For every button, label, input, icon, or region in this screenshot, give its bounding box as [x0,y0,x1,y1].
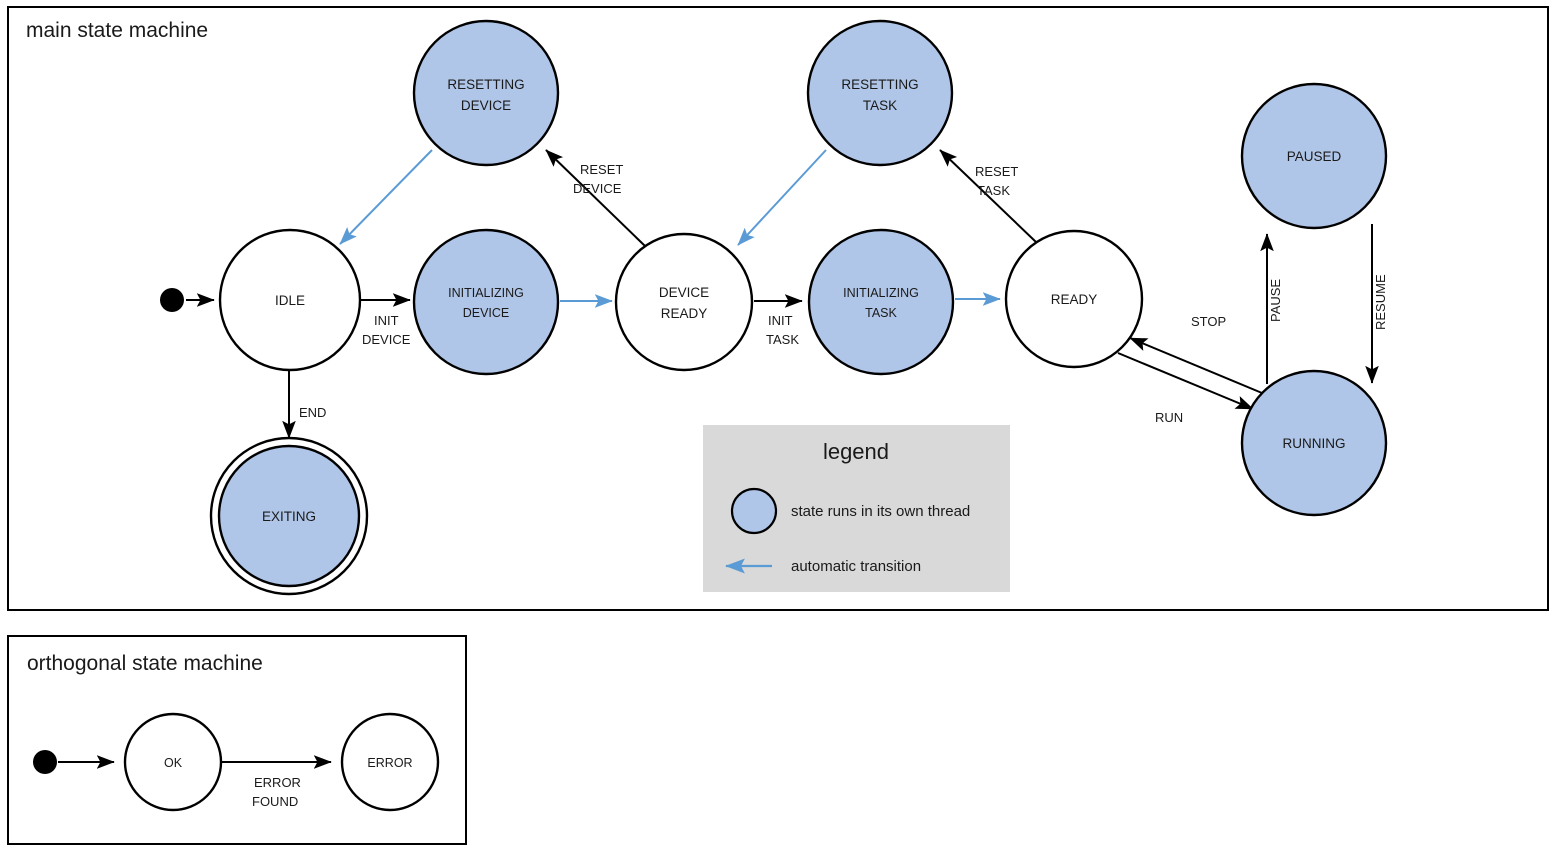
state-node-exiting[interactable]: EXITING [209,436,369,596]
initial-state-node [160,288,184,312]
edge-label-init-task-line1: INIT [768,313,793,328]
state-node-ready[interactable]: READY [1004,229,1144,369]
state-label-resetting-device-line2: DEVICE [461,98,511,113]
state-label-idle: IDLE [275,293,305,308]
transition-device-ready-to-resetting-device [545,149,646,247]
state-label-initializing-task-line2: TASK [865,306,897,320]
state-label-ready: READY [1051,292,1098,307]
edge-label-resume: RESUME [1373,274,1388,330]
state-label-running: RUNNING [1283,436,1346,451]
main-frame-title: main state machine [26,19,208,42]
transition-resetting-device-to-idle [339,149,433,245]
edge-label-error-found-line2: FOUND [252,794,298,809]
edge-label-init-device-line2: DEVICE [362,332,411,347]
edge-label-end: END [299,405,326,420]
state-label-initializing-task-line1: INITIALIZING [843,286,919,300]
state-label-error: ERROR [367,756,412,770]
legend-thread-state-icon [730,487,778,535]
state-label-paused: PAUSED [1287,149,1342,164]
transition-ready-to-resetting-task [939,149,1037,243]
legend-title: legend [823,439,889,464]
state-node-resetting-device[interactable]: RESETTING DEVICE [412,19,560,167]
state-node-error[interactable]: ERROR [340,712,440,812]
legend-item-thread-state-label: state runs in its own thread [791,503,970,520]
state-label-ok: OK [164,756,183,770]
edge-label-pause: PAUSE [1268,279,1283,322]
edge-label-reset-task-line1: RESET [975,164,1018,179]
state-label-exiting: EXITING [262,509,316,524]
state-label-resetting-task-line1: RESETTING [841,77,918,92]
final-state-inner-disc [217,444,361,588]
orthogonal-initial-state-node [33,750,57,774]
edge-label-init-device-line1: INIT [374,313,399,328]
state-node-initializing-device[interactable]: INITIALIZING DEVICE [412,228,560,376]
transition-running-to-ready [1129,337,1263,394]
state-label-resetting-device-line1: RESETTING [447,77,524,92]
edge-label-init-task-line2: TASK [766,332,799,347]
state-label-device-ready-line1: DEVICE [659,285,709,300]
state-label-device-ready-line2: READY [661,306,708,321]
legend: legend state runs in its own thread auto… [703,425,1010,592]
transition-resetting-task-to-device-ready [737,149,827,246]
transition-ready-to-running [1117,352,1254,410]
state-node-device-ready[interactable]: DEVICE READY [614,232,754,372]
state-node-ok[interactable]: OK [123,712,223,812]
state-node-initializing-task[interactable]: INITIALIZING TASK [807,228,955,376]
edge-label-error-found-line1: ERROR [254,775,301,790]
edge-label-reset-device-line1: RESET [580,162,623,177]
edge-label-reset-device-line2: DEVICE [573,181,622,196]
state-label-initializing-device-line1: INITIALIZING [448,286,524,300]
edge-label-stop: STOP [1191,314,1226,329]
legend-item-auto-transition-label: automatic transition [791,558,921,575]
state-node-paused[interactable]: PAUSED [1240,82,1388,230]
state-label-initializing-device-line2: DEVICE [463,306,510,320]
state-node-running[interactable]: RUNNING [1240,369,1388,517]
edge-label-reset-task-line2: TASK [977,183,1010,198]
state-node-idle[interactable]: IDLE [218,228,362,372]
state-node-resetting-task[interactable]: RESETTING TASK [806,19,954,167]
orthogonal-frame-title: orthogonal state machine [27,652,263,675]
state-label-resetting-task-line2: TASK [863,98,897,113]
edge-label-run: RUN [1155,410,1183,425]
